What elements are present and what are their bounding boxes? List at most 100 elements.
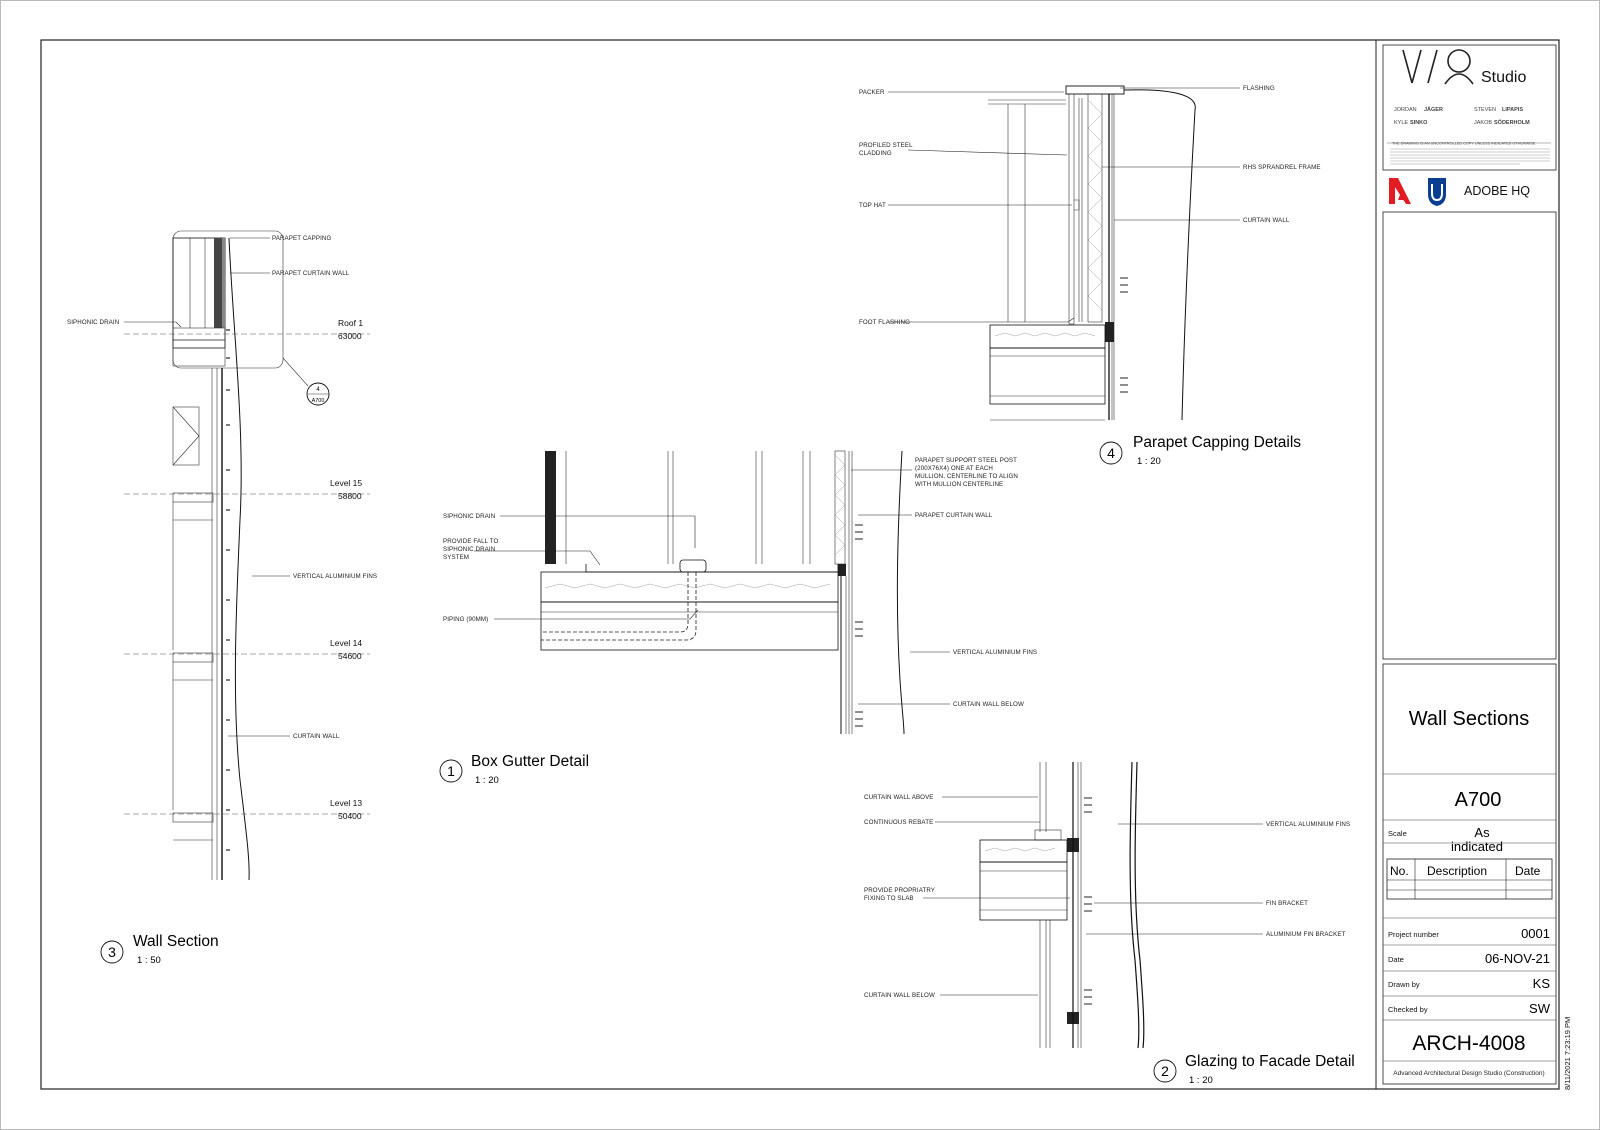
label-fixing-2: FIXING TO SLAB [864, 895, 914, 902]
label-curtain-wall: CURTAIN WALL [293, 733, 340, 740]
label-siphonic-drain: SIPHONIC DRAIN [67, 319, 119, 326]
label-parapet-cw: CURTAIN WALL [1243, 217, 1290, 224]
label-foot-flashing: FOOT FLASHING [859, 319, 910, 326]
course-code: ARCH-4008 [1412, 1032, 1525, 1055]
label-rhs-frame: RHS SPRANDREL FRAME [1243, 164, 1321, 171]
label-fall-3: SYSTEM [443, 554, 469, 561]
label-fall-1: PROVIDE FALL TO [443, 538, 498, 545]
view-1-number: 1 [447, 763, 455, 779]
notes-panel [1382, 211, 1557, 660]
view-3-scale: 1 : 50 [137, 955, 161, 966]
callout-sheet: A700 [312, 398, 325, 404]
label-post-3: MULLION, CENTERLINE TO ALIGN [915, 473, 1018, 480]
level-14-elev: 54600 [338, 651, 362, 661]
scale-value-line1: As [1474, 825, 1490, 840]
field-date-label: Date [1388, 955, 1404, 964]
label-fin-bracket: FIN BRACKET [1266, 900, 1308, 907]
label-gutter-siphonic-drain: SIPHONIC DRAIN [443, 513, 495, 520]
level-13-name: Level 13 [330, 798, 362, 808]
view-2-number: 2 [1161, 1063, 1169, 1079]
course-name: Advanced Architectural Design Studio (Co… [1393, 1070, 1544, 1077]
rev-col-date: Date [1515, 864, 1541, 878]
view-3-title: Wall Section [133, 933, 219, 950]
field-checked-by-value: SW [1529, 1001, 1551, 1016]
label-cw-below: CURTAIN WALL BELOW [864, 992, 935, 999]
wall-section-view: Roof 1 63000 Level 15 58800 Level 14 546… [67, 230, 377, 966]
view-2-bubble [1153, 1059, 1177, 1083]
view-4-number: 4 [1107, 445, 1115, 461]
parapet-cloud [172, 230, 284, 369]
parapet-view: PACKER PROFILED STEEL CLADDING TOP HAT F… [859, 85, 1321, 467]
label-parapet-capping: PARAPET CAPPING [272, 235, 331, 242]
field-date-value: 06-NOV-21 [1485, 951, 1550, 966]
disclaimer-title: THE DRAWING IS AN UNCONTROLLED COPY UNLE… [1392, 142, 1536, 146]
label-top-hat: TOP HAT [859, 202, 886, 209]
rev-col-no: No. [1390, 864, 1409, 878]
label-fixing-1: PROVIDE PROPRIATRY [864, 887, 935, 894]
view-4-scale: 1 : 20 [1137, 456, 1161, 467]
university-logo-icon [1428, 178, 1446, 206]
person-4-first: JAKOB [1474, 120, 1492, 126]
studio-logo-icon [1402, 49, 1474, 85]
label-gutter-parapet-cw: PARAPET CURTAIN WALL [915, 512, 993, 519]
label-al-fin-bracket: ALUMINIUM FIN BRACKET [1266, 931, 1346, 938]
person-1-first: JORDAN [1394, 107, 1417, 113]
adobe-logo-icon [1389, 178, 1411, 204]
level-15-elev: 58800 [338, 491, 362, 501]
field-checked-by-label: Checked by [1388, 1005, 1428, 1014]
level-roof1-name: Roof 1 [338, 318, 363, 328]
revision-table [1386, 858, 1553, 900]
scale-label: Scale [1388, 829, 1407, 838]
print-timestamp: 8/11/2021 7:23:19 PM [1563, 1017, 1572, 1090]
person-3-first: KYLE [1394, 120, 1408, 126]
view-3-bubble [100, 940, 124, 964]
level-15-name: Level 15 [330, 478, 362, 488]
label-fall-2: SIPHONIC DRAIN [443, 546, 495, 553]
person-4-last: SÖDERHOLM [1494, 119, 1530, 126]
person-2-last: LIPAPIS [1502, 107, 1523, 113]
field-drawn-by-value: KS [1533, 976, 1551, 991]
title-block: Studio JORDAN JÄGER STEVEN LIPAPIS KYLE … [1375, 40, 1572, 1090]
box-gutter-view: SIPHONIC DRAIN PROVIDE FALL TO SIPHONIC … [439, 450, 1037, 786]
studio-name: Studio [1481, 69, 1526, 86]
view-4-bubble [1099, 441, 1123, 465]
label-vertical-fins: VERTICAL ALUMINIUM FINS [293, 573, 377, 580]
person-1-last: JÄGER [1424, 106, 1443, 113]
scale-value-line2: indicated [1451, 839, 1503, 854]
view-3-number: 3 [108, 944, 116, 960]
person-2-first: STEVEN [1474, 107, 1496, 113]
callout-number: 4 [316, 387, 320, 393]
view-1-scale: 1 : 20 [475, 775, 499, 786]
disclaimer-fine-print [1390, 148, 1550, 165]
label-parapet-curtain-wall: PARAPET CURTAIN WALL [272, 270, 350, 277]
field-project-number-label: Project number [1388, 930, 1439, 939]
label-profiled-2: CLADDING [859, 150, 892, 157]
label-packer: PACKER [859, 89, 885, 96]
view-2-title: Glazing to Facade Detail [1185, 1053, 1355, 1070]
view-1-title: Box Gutter Detail [471, 753, 589, 770]
drawing-border [40, 39, 1560, 1090]
label-gutter-cw-below: CURTAIN WALL BELOW [953, 701, 1024, 708]
rev-col-description: Description [1427, 864, 1487, 878]
client-name: ADOBE HQ [1464, 184, 1530, 198]
person-3-last: SINKO [1410, 120, 1428, 126]
label-piping: PIPING (90MM) [443, 616, 488, 623]
field-project-number-value: 0001 [1521, 926, 1550, 941]
level-13-elev: 50400 [338, 811, 362, 821]
label-post-4: WITH MULLION CENTERLINE [915, 481, 1003, 488]
view-1-bubble [439, 759, 463, 783]
level-roof1-elev: 63000 [338, 331, 362, 341]
sheet-title: Wall Sections [1409, 708, 1529, 730]
label-rebate: CONTINUOUS REBATE [864, 819, 933, 826]
level-14-name: Level 14 [330, 638, 362, 648]
label-flashing: FLASHING [1243, 85, 1275, 92]
glazing-view: CURTAIN WALL ABOVE CONTINUOUS REBATE PRO… [864, 761, 1355, 1086]
view-4-title: Parapet Capping Details [1133, 434, 1301, 451]
sheet-number: A700 [1455, 789, 1502, 811]
label-glazing-fins: VERTICAL ALUMINIUM FINS [1266, 821, 1350, 828]
label-post-2: (200X76X4) ONE AT EACH [915, 465, 993, 472]
label-profiled-1: PROFILED STEEL [859, 142, 913, 149]
label-cw-above: CURTAIN WALL ABOVE [864, 794, 934, 801]
